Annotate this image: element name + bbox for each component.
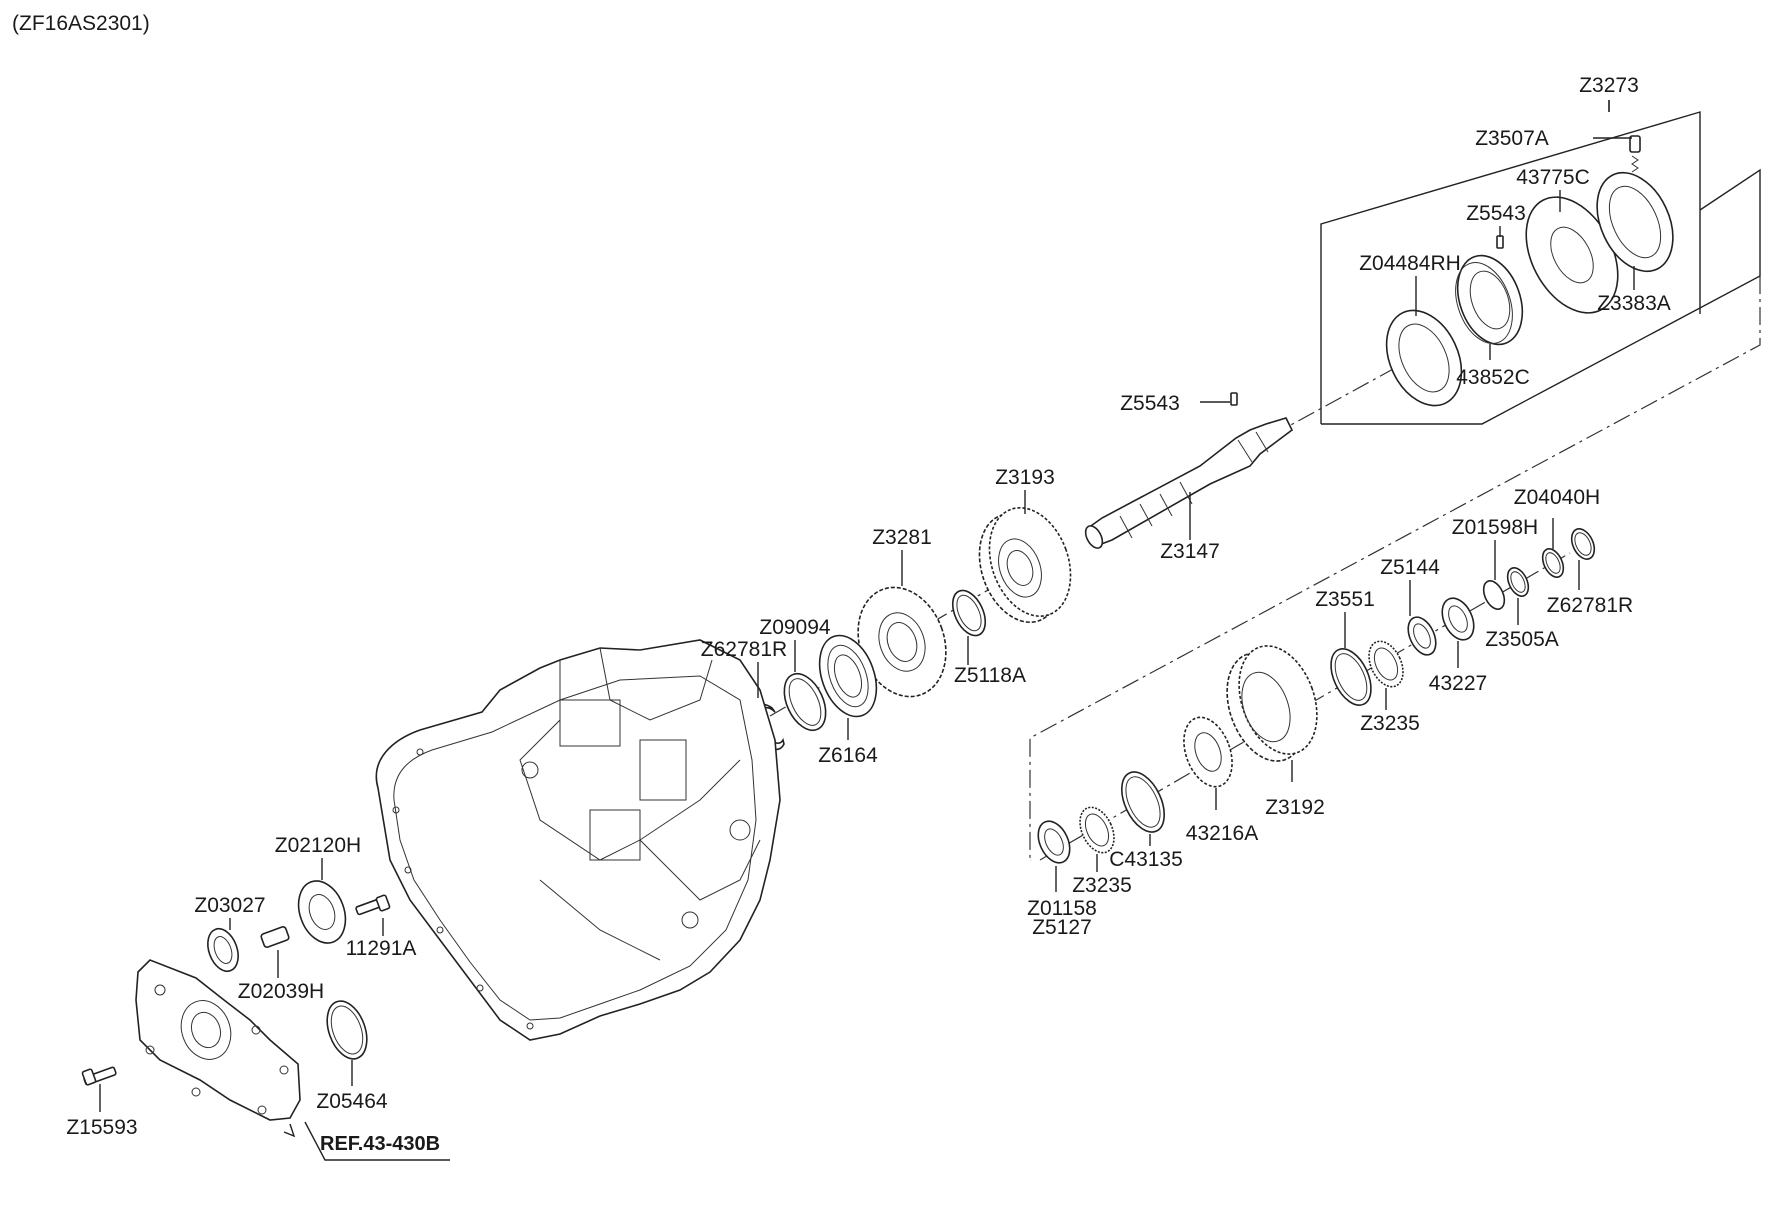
label-Z04484RH: Z04484RH bbox=[1359, 252, 1461, 275]
label-Z04040H: Z04040H bbox=[1514, 486, 1600, 509]
label-Z01598H: Z01598H bbox=[1452, 516, 1538, 539]
needle-bearing-Z3235-upper[interactable] bbox=[1362, 636, 1409, 692]
ring-Z3383A[interactable] bbox=[1582, 161, 1688, 284]
label-Z3281: Z3281 bbox=[872, 526, 932, 549]
label-Z3273: Z3273 bbox=[1579, 74, 1639, 97]
seal-Z03027[interactable] bbox=[202, 925, 243, 976]
ring-Z3551[interactable] bbox=[1323, 643, 1379, 712]
leader-lines bbox=[99, 100, 1635, 1161]
pin-Z5543-mid[interactable] bbox=[1230, 392, 1238, 406]
ring-Z05464[interactable] bbox=[320, 996, 374, 1065]
ring-C43135[interactable] bbox=[1113, 765, 1173, 838]
gear-Z3192[interactable] bbox=[1213, 635, 1331, 772]
label-Z3235-lower: Z3235 bbox=[1072, 874, 1132, 897]
gear-43216A[interactable] bbox=[1175, 711, 1241, 794]
ring-Z3505A[interactable] bbox=[1504, 565, 1533, 600]
label-Z02120H: Z02120H bbox=[275, 834, 361, 857]
bolt-11291A[interactable] bbox=[355, 894, 391, 916]
label-Z62781R-right: Z62781R bbox=[1547, 594, 1633, 617]
bearing-43227[interactable] bbox=[1436, 593, 1480, 645]
label-Z3551: Z3551 bbox=[1315, 588, 1375, 611]
label-Z3147: Z3147 bbox=[1160, 540, 1220, 563]
label-Z3192: Z3192 bbox=[1265, 796, 1325, 819]
label-Z3383A: Z3383A bbox=[1597, 292, 1671, 315]
label-Z3235-upper: Z3235 bbox=[1360, 712, 1420, 735]
label-Z5543-top: Z5543 bbox=[1466, 202, 1526, 225]
label-Z05464: Z05464 bbox=[316, 1090, 388, 1113]
diagram-code: (ZF16AS2301) bbox=[12, 12, 150, 35]
ring-Z5118A[interactable] bbox=[946, 585, 992, 640]
gear-Z3281[interactable] bbox=[843, 575, 960, 709]
bearing-Z6164[interactable] bbox=[809, 628, 887, 725]
label-Z5543-mid: Z5543 bbox=[1120, 392, 1180, 415]
washer-Z01158[interactable] bbox=[1032, 816, 1076, 868]
sync-hub-43852C[interactable] bbox=[1445, 247, 1534, 354]
label-Z5144: Z5144 bbox=[1380, 556, 1440, 579]
label-43216A: 43216A bbox=[1186, 822, 1258, 845]
label-Z3507A: Z3507A bbox=[1475, 127, 1549, 150]
label-Z6164: Z6164 bbox=[818, 744, 878, 767]
label-43852C: 43852C bbox=[1456, 366, 1530, 389]
bolt-Z15593[interactable] bbox=[81, 1066, 117, 1086]
label-Z01158: Z01158 bbox=[1027, 897, 1097, 920]
shaft-Z02039H[interactable] bbox=[260, 926, 290, 948]
label-Z15593: Z15593 bbox=[66, 1116, 137, 1139]
label-43775C: 43775C bbox=[1516, 166, 1590, 189]
needle-bearing-Z3235-lower[interactable] bbox=[1073, 802, 1120, 858]
label-11291A: 11291A bbox=[346, 937, 417, 960]
gear-Z3193[interactable] bbox=[965, 496, 1085, 633]
pin-Z5543-top[interactable] bbox=[1496, 235, 1504, 249]
front-cover bbox=[135, 959, 301, 1121]
label-43227: 43227 bbox=[1429, 672, 1487, 695]
label-Z02039H: Z02039H bbox=[238, 980, 324, 1003]
label-C43135: C43135 bbox=[1109, 848, 1183, 871]
pump-Z02120H[interactable] bbox=[290, 874, 353, 949]
label-Z09094: Z09094 bbox=[759, 616, 831, 639]
washer-Z5144[interactable] bbox=[1403, 613, 1442, 659]
label-Z3505A: Z3505A bbox=[1485, 628, 1559, 651]
label-Z5118A: Z5118A bbox=[954, 664, 1026, 687]
transmission-housing bbox=[375, 639, 781, 1041]
reference-link[interactable]: REF.43-430B bbox=[320, 1133, 440, 1155]
label-Z5127: Z5127 bbox=[1032, 916, 1092, 939]
countershaft-group-box bbox=[1029, 276, 1761, 860]
label-Z62781R-left: Z62781R bbox=[701, 638, 787, 661]
ring-Z09094[interactable] bbox=[776, 667, 834, 737]
mainshaft-Z3147[interactable] bbox=[1082, 417, 1294, 551]
label-Z03027: Z03027 bbox=[194, 894, 265, 917]
snap-ring-Z01598H[interactable] bbox=[1480, 578, 1509, 613]
label-Z3193: Z3193 bbox=[995, 466, 1055, 489]
washer-Z04040H[interactable] bbox=[1539, 546, 1568, 581]
snap-ring-Z62781R-right[interactable] bbox=[1567, 525, 1599, 562]
detent-spring-Z3507A[interactable] bbox=[1629, 135, 1641, 173]
retaining-ring-Z04484RH[interactable] bbox=[1372, 298, 1476, 417]
